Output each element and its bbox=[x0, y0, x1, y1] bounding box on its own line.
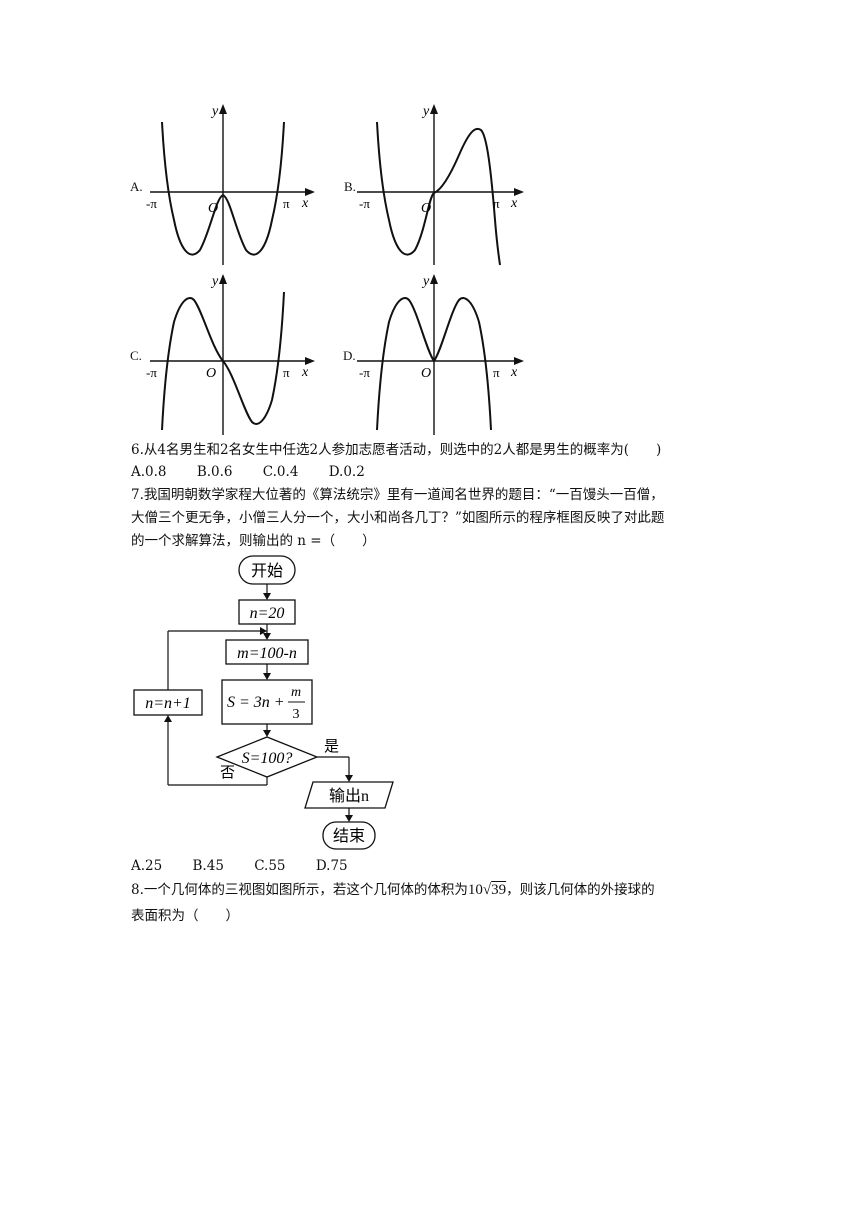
graph-option-a[interactable]: y x O -π π A. bbox=[130, 100, 330, 270]
flowchart-svg: 开始 n=20 m=100-n S = 3n + m 3 S=100? 是 否 bbox=[133, 555, 394, 850]
q6-option-a[interactable]: A.0.8 bbox=[131, 464, 167, 480]
x-label: x bbox=[510, 196, 518, 211]
volume-coefficient: 10 bbox=[467, 882, 483, 898]
origin-label: O bbox=[208, 201, 218, 216]
x-label: x bbox=[510, 365, 518, 380]
volume-radicand: 39 bbox=[491, 882, 507, 898]
curve bbox=[161, 291, 285, 431]
option-c-label: C. bbox=[130, 348, 142, 363]
q6-option-d[interactable]: D.0.2 bbox=[328, 464, 365, 480]
graph-option-b[interactable]: y x O -π π B. bbox=[343, 100, 543, 270]
y-label: y bbox=[421, 274, 430, 289]
question-8-line-2: 表面积为（ ） bbox=[131, 908, 239, 924]
graph-d-svg: y x O -π π bbox=[357, 274, 524, 435]
question-8-line-1: 8.一个几何体的三视图如图所示，若这个几何体的体积为10√39，则该几何体的外接… bbox=[131, 880, 655, 901]
x-label: x bbox=[301, 365, 309, 380]
sum-numerator: m bbox=[291, 685, 301, 700]
x-label: x bbox=[301, 196, 309, 211]
pi-label: π bbox=[283, 196, 290, 211]
end-terminal bbox=[322, 821, 376, 850]
pi-label: π bbox=[493, 196, 500, 211]
option-a-label: A. bbox=[130, 179, 143, 194]
origin-label: O bbox=[421, 366, 431, 381]
y-label: y bbox=[210, 104, 219, 119]
y-label: y bbox=[421, 104, 430, 119]
neg-pi-label: -π bbox=[359, 196, 370, 211]
yes-label: 是 bbox=[324, 739, 339, 755]
volume-expression: 10√39 bbox=[468, 882, 506, 898]
q7-option-c[interactable]: C.55 bbox=[254, 858, 286, 874]
question-7-line-1: 7.我国明朝数学家程大位著的《算法统宗》里有一道闻名世界的题目：“一百馒头一百僧… bbox=[131, 487, 664, 503]
q8-text-b: ，则该几何体的外接球的 bbox=[506, 882, 655, 898]
x-axis-arrow bbox=[305, 357, 315, 365]
question-7-options: A.25 B.45 C.55 D.75 bbox=[131, 856, 374, 877]
graph-c-svg: y x O -π π bbox=[146, 274, 315, 435]
init-text: n=20 bbox=[250, 605, 285, 622]
x-axis-arrow bbox=[514, 357, 524, 365]
pi-label: π bbox=[283, 365, 290, 380]
y-axis-arrow bbox=[430, 274, 438, 284]
no-label: 否 bbox=[220, 765, 235, 781]
origin-label: O bbox=[421, 201, 431, 216]
y-axis-arrow bbox=[430, 104, 438, 114]
question-7-line-2: 大僧三个更无争，小僧三人分一个，大小和尚各几丁？”如图所示的程序框图反映了对此题 bbox=[131, 510, 665, 526]
x-axis-arrow bbox=[305, 188, 315, 196]
q6-option-b[interactable]: B.0.6 bbox=[196, 464, 233, 480]
option-d-label: D. bbox=[343, 348, 356, 363]
question-7-line-3: 的一个求解算法，则输出的 n =（ ） bbox=[131, 533, 376, 549]
sqrt-sign: √ bbox=[482, 882, 492, 898]
y-label: y bbox=[210, 274, 219, 289]
graph-option-c[interactable]: y x O -π π C. bbox=[130, 270, 330, 440]
graph-option-d[interactable]: y x O -π π D. bbox=[343, 270, 543, 440]
sum-denominator: 3 bbox=[293, 707, 300, 722]
pi-label: π bbox=[493, 365, 500, 380]
q8-text-a: 8.一个几何体的三视图如图所示，若这个几何体的体积为 bbox=[131, 882, 468, 898]
output-text: 输出n bbox=[329, 787, 369, 805]
start-text: 开始 bbox=[251, 562, 283, 580]
curve bbox=[161, 121, 285, 256]
neg-pi-label: -π bbox=[146, 196, 157, 211]
x-axis-arrow bbox=[514, 188, 524, 196]
neg-pi-label: -π bbox=[359, 365, 370, 380]
q6-option-c[interactable]: C.0.4 bbox=[262, 464, 299, 480]
q7-option-b[interactable]: B.45 bbox=[192, 858, 224, 874]
y-axis-arrow bbox=[219, 104, 227, 114]
curve bbox=[376, 297, 492, 431]
question-6-options: A.0.8 B.0.6 C.0.4 D.0.2 bbox=[131, 462, 391, 483]
init-box bbox=[238, 599, 296, 625]
graph-a-svg: y x O -π π bbox=[146, 104, 315, 265]
y-axis-arrow bbox=[219, 274, 227, 284]
q7-option-d[interactable]: D.75 bbox=[315, 858, 348, 874]
assign-text: m=100-n bbox=[237, 645, 297, 662]
neg-pi-label: -π bbox=[146, 365, 157, 380]
increment-text: n=n+1 bbox=[145, 695, 191, 712]
flowchart: 开始 n=20 m=100-n S = 3n + m 3 S=100? 是 否 bbox=[130, 552, 410, 854]
condition-text: S=100? bbox=[242, 750, 293, 767]
sum-left-text: S = 3n + bbox=[227, 694, 285, 711]
curve bbox=[376, 121, 501, 266]
output-parallelogram bbox=[304, 781, 394, 809]
increment-box bbox=[133, 689, 203, 716]
assign-box bbox=[225, 639, 309, 665]
option-b-label: B. bbox=[344, 179, 356, 194]
q7-option-a[interactable]: A.25 bbox=[131, 858, 163, 874]
origin-label: O bbox=[206, 366, 216, 381]
question-6-text: 6.从4名男生和2名女生中任选2人参加志愿者活动，则选中的2人都是男生的概率为(… bbox=[131, 442, 662, 458]
end-text: 结束 bbox=[333, 827, 365, 845]
graph-b-svg: y x O -π π bbox=[357, 104, 524, 266]
